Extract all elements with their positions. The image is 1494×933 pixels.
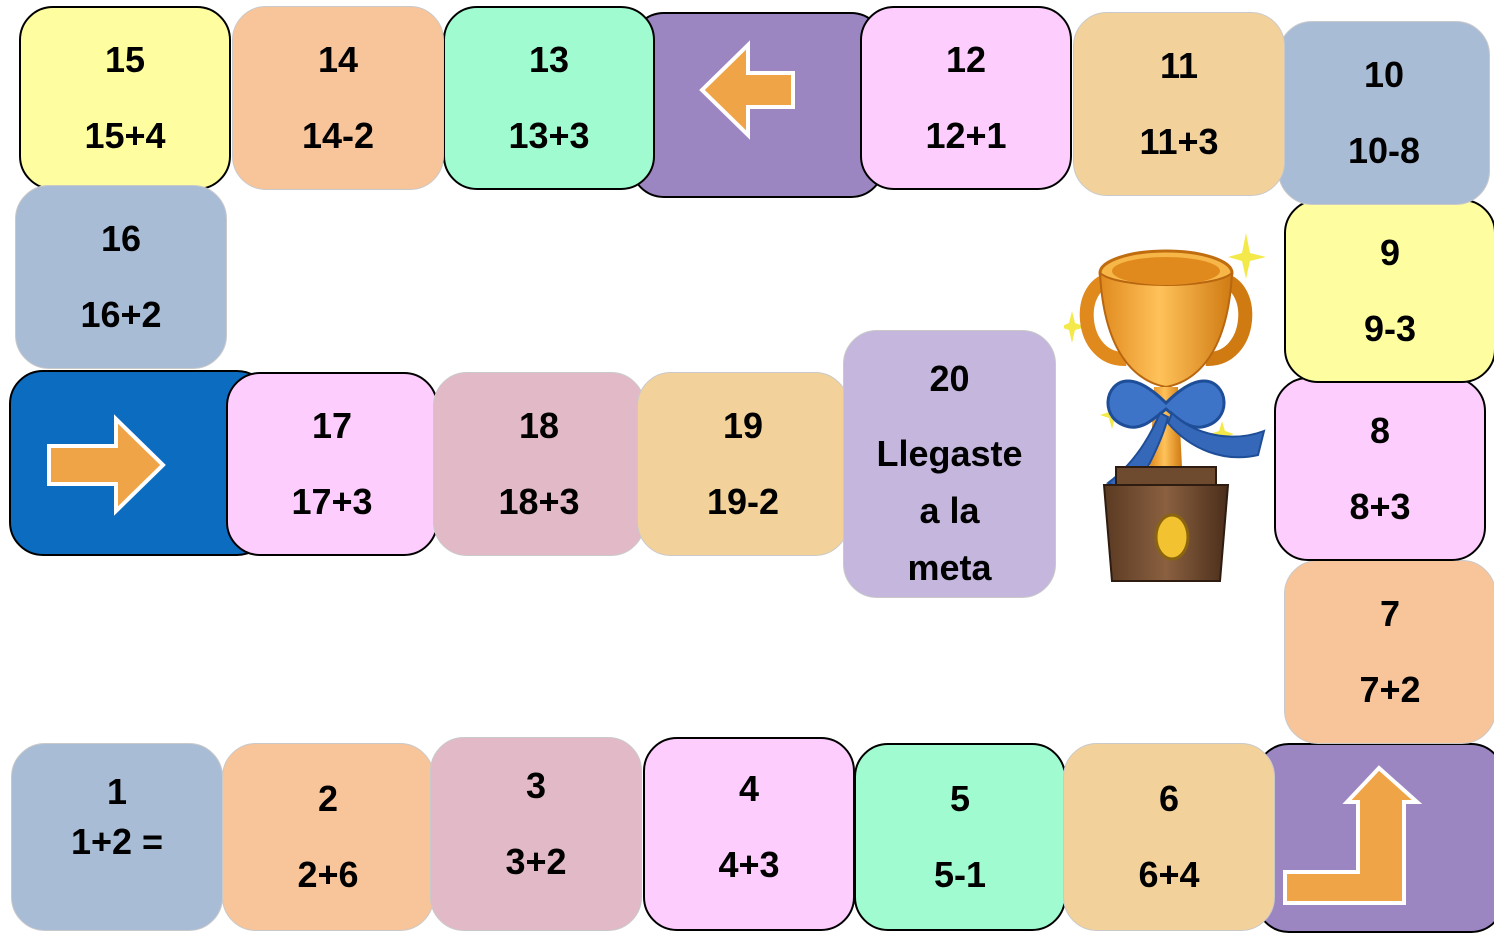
tile-operation: 15+4 [84,118,165,154]
tile-18: 18 18+3 [433,372,645,556]
tile-8: 8 8+3 [1274,377,1486,561]
tile-4: 4 4+3 [643,737,855,931]
goal-text-line: meta [907,539,991,596]
tile-16: 16 16+2 [15,185,227,369]
arrow-tile-bottom [1255,743,1494,933]
tile-14: 14 14-2 [232,6,444,190]
tile-operation: 11+3 [1139,124,1218,160]
tile-5: 5 5-1 [854,743,1066,931]
tile-10: 10 10-8 [1278,21,1490,205]
tile-12: 12 12+1 [860,6,1072,190]
tile-number: 9 [1380,235,1400,271]
arrow-left-icon [632,14,885,198]
tile-operation: 7+2 [1359,672,1420,708]
arrow-turn-up-icon [1257,745,1494,933]
tile-number: 8 [1370,413,1390,449]
tile-number: 13 [529,42,569,78]
tile-operation: 10-8 [1348,133,1420,169]
tile-number: 4 [739,771,759,807]
tile-number: 7 [1380,596,1400,632]
tile-20-goal: 20 Llegaste a la meta [843,330,1056,598]
tile-7: 7 7+2 [1284,560,1494,744]
goal-text-line: Llegaste [876,425,1022,482]
tile-operation: 9-3 [1364,311,1416,347]
tile-number: 12 [946,42,986,78]
tile-operation: 8+3 [1349,489,1410,525]
tile-number: 3 [526,768,546,804]
tile-13: 13 13+3 [443,6,655,190]
tile-operation: 17+3 [291,484,372,520]
tile-operation: 1+2 = [71,824,163,860]
tile-number: 17 [312,408,352,444]
trophy-icon [1064,231,1268,599]
tile-operation: 18+3 [498,484,579,520]
tile-operation: 6+4 [1138,857,1199,893]
tile-number: 6 [1159,781,1179,817]
tile-number: 1 [107,774,127,810]
tile-19: 19 19-2 [637,372,849,556]
tile-11: 11 11+3 [1073,12,1285,196]
tile-operation: 4+3 [718,847,779,883]
tile-1: 1 1+2 = [11,743,223,931]
arrow-tile-top [630,12,885,198]
tile-17: 17 17+3 [226,372,438,556]
tile-number: 19 [723,408,763,444]
tile-operation: 13+3 [508,118,589,154]
tile-number: 16 [101,221,141,257]
tile-6: 6 6+4 [1063,743,1275,931]
tile-3: 3 3+2 [430,737,642,931]
tile-number: 15 [105,42,145,78]
tile-15: 15 15+4 [19,6,231,190]
tile-operation: 12+1 [925,118,1006,154]
tile-number: 11 [1160,48,1198,84]
goal-text-line: a la [919,482,979,539]
tile-2: 2 2+6 [222,743,434,931]
tile-operation: 5-1 [934,857,986,893]
tile-operation: 16+2 [80,297,161,333]
tile-number: 20 [929,361,969,397]
tile-number: 5 [950,781,970,817]
tile-operation: 14-2 [302,118,374,154]
tile-operation: 2+6 [297,857,358,893]
tile-number: 14 [318,42,358,78]
tile-operation: 3+2 [505,844,566,880]
tile-number: 10 [1364,57,1404,93]
tile-operation: 19-2 [707,484,779,520]
tile-number: 18 [519,408,559,444]
tile-9: 9 9-3 [1284,199,1494,383]
tile-number: 2 [318,781,338,817]
